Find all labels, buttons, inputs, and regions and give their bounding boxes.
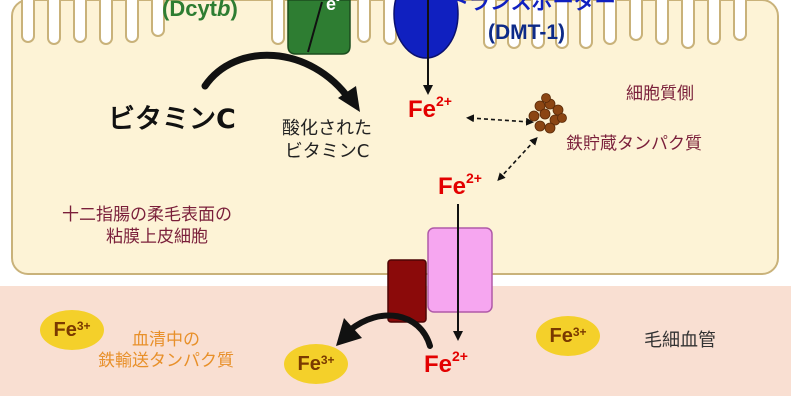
dcytb-label: (Dcytb) — [162, 0, 238, 21]
fe2-ferritin-dashed-arrow — [466, 114, 534, 126]
oxidized-vitamin-c-label: 酸化された ビタミンC — [282, 118, 372, 162]
dmt1-transporter — [393, 0, 459, 59]
oxidation-to-transferrin-arrow — [347, 312, 433, 349]
transporter-label: トランスポーター — [448, 0, 616, 14]
ferritin-fe2-dashed-arrow — [497, 137, 538, 181]
epithelium-label: 十二指腸の柔毛表面の 粘膜上皮細胞 — [62, 205, 232, 248]
transferrin-arrowhead — [336, 318, 362, 346]
microvilli — [21, 0, 747, 49]
ferroportin-protein — [427, 227, 493, 313]
vitamin-c-arrowhead — [338, 86, 360, 112]
cytoplasm-side-label: 細胞質側 — [626, 84, 694, 104]
dcytb-protein — [287, 0, 351, 55]
vitamin-c-label: ビタミンC — [108, 104, 236, 135]
capillary-label: 毛細血管 — [644, 330, 716, 351]
electron-arrow-line — [307, 1, 323, 53]
ferritin-cluster-icon — [528, 93, 567, 134]
dmt1-label: (DMT-1) — [488, 21, 565, 44]
electron-label: e- — [326, 0, 340, 14]
vitamin-c-oxidation-arrow — [201, 51, 354, 104]
iron-storage-protein-label: 鉄貯蔵タンパク質 — [566, 134, 702, 154]
serum-transport-protein-label: 血清中の 鉄輸送タンパク質 — [98, 330, 234, 372]
fe2-cytoplasm-lower: Fe2+ — [438, 170, 482, 200]
fe2-blood: Fe2+ — [424, 348, 468, 378]
capillary-bottom-border — [0, 396, 791, 415]
fe2-cytoplasm-upper: Fe2+ — [408, 93, 452, 123]
